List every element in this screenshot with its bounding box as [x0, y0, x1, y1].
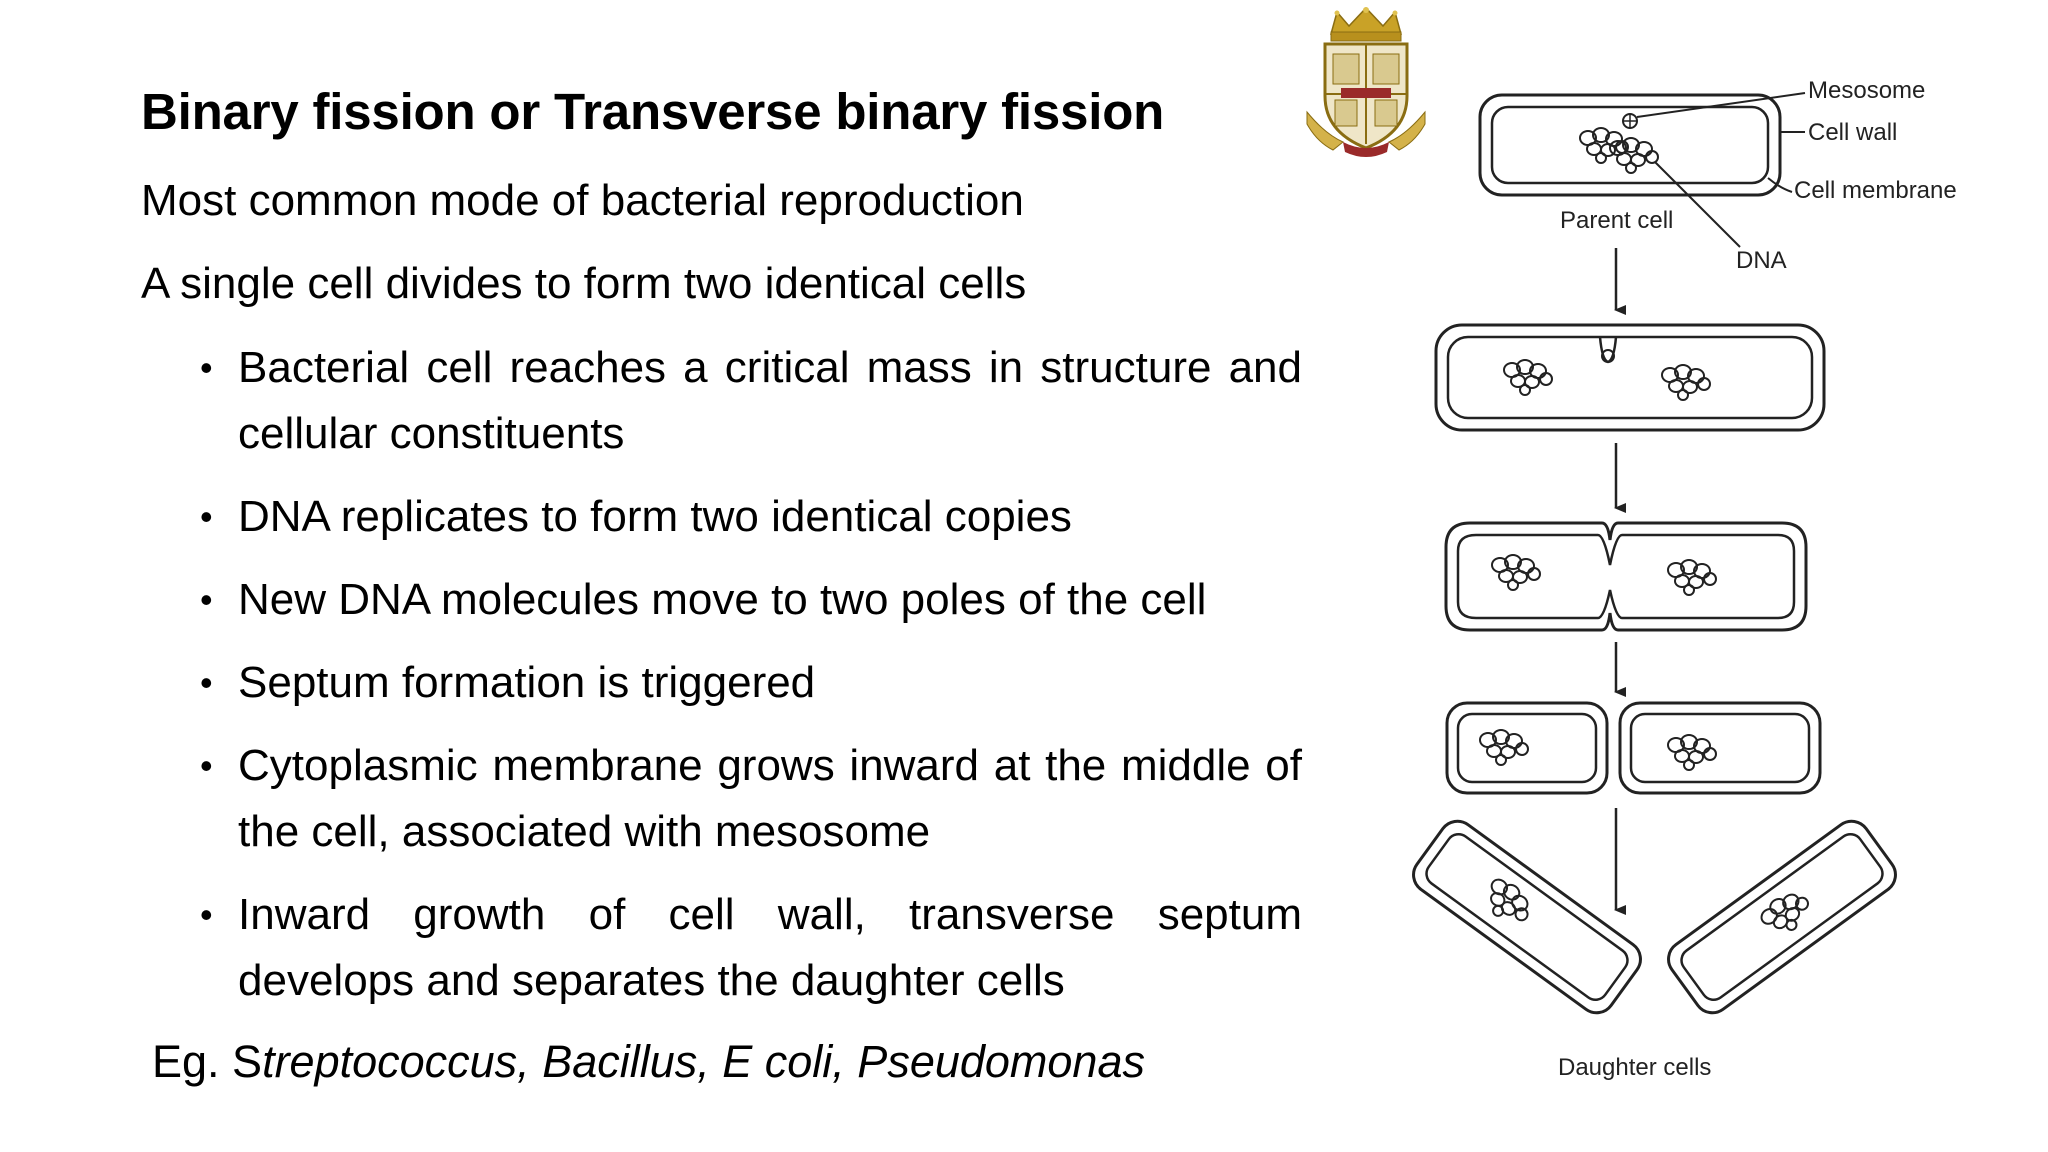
crown-icon	[1330, 6, 1402, 42]
bullet-text: DNA replicates to form two identical cop…	[238, 492, 1072, 541]
bullet-text: Cytoplasmic membrane grows inward at the…	[238, 741, 1302, 856]
bullet-icon: •	[200, 347, 213, 388]
parent-cell	[1478, 93, 1782, 197]
binary-fission-diagram: Mesosome Cell wall Cell membrane Parent …	[1412, 77, 1957, 1081]
bullet-item: • Cytoplasmic membrane grows inward at t…	[200, 733, 1302, 865]
bullet-text: Inward growth of cell wall, transverse s…	[238, 890, 1302, 1005]
label-cell-wall: Cell wall	[1808, 119, 1897, 146]
septum-forming-cell	[1444, 521, 1808, 632]
bullet-icon: •	[200, 496, 213, 537]
bullet-item: • DNA replicates to form two identical c…	[200, 484, 1302, 550]
replicating-cell	[1434, 323, 1826, 432]
parent-cell-leaders	[1636, 92, 1806, 248]
bullet-list: • Bacterial cell reaches a critical mass…	[200, 335, 1302, 1031]
bullet-icon: •	[200, 745, 213, 786]
bullet-text: Bacterial cell reaches a critical mass i…	[238, 343, 1302, 458]
bullet-item: • Septum formation is triggered	[200, 650, 1302, 716]
example-prefix: Eg. S	[152, 1036, 263, 1087]
label-dna: DNA	[1736, 247, 1787, 274]
daughter-cell-right	[1667, 819, 1897, 1015]
shield-icon	[1323, 42, 1409, 150]
bullet-item: • Bacterial cell reaches a critical mass…	[200, 335, 1302, 467]
bullet-text: New DNA molecules move to two poles of t…	[238, 575, 1207, 624]
bullet-icon: •	[200, 662, 213, 703]
label-mesosome: Mesosome	[1808, 77, 1925, 104]
label-cell-membrane: Cell membrane	[1794, 177, 1957, 204]
bullet-icon: •	[200, 579, 213, 620]
label-parent-cell: Parent cell	[1560, 207, 1673, 234]
bullet-item: • New DNA molecules move to two poles of…	[200, 567, 1302, 633]
intro-line-1: Most common mode of bacterial reproducti…	[141, 176, 1024, 225]
daughter-cell-left	[1412, 819, 1642, 1015]
example-organisms: treptococcus, Bacillus, E coli, Pseudomo…	[262, 1036, 1145, 1087]
ribbon-icon	[1306, 110, 1426, 157]
bullet-item: • Inward growth of cell wall, transverse…	[200, 882, 1302, 1014]
intro-line-2: A single cell divides to form two identi…	[141, 259, 1027, 308]
label-daughter-cells: Daughter cells	[1558, 1054, 1711, 1081]
bullet-text: Septum formation is triggered	[238, 658, 816, 707]
example-line: Eg. Streptococcus, Bacillus, E coli, Pse…	[152, 1036, 1145, 1088]
slide-title: Binary fission or Transverse binary fiss…	[141, 83, 1165, 140]
bullet-icon: •	[200, 894, 213, 935]
college-crest-logo	[1306, 6, 1426, 157]
divided-cells	[1445, 701, 1822, 795]
